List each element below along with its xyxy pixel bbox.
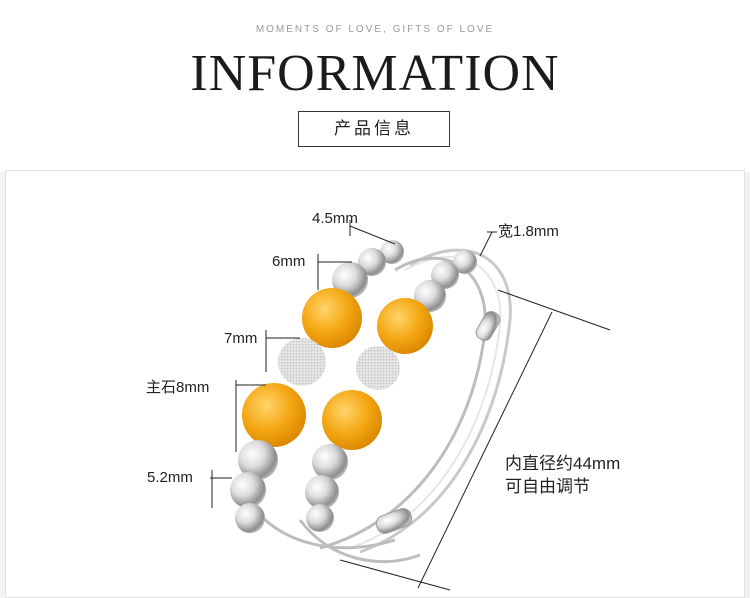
slide-knot-bottom [375, 508, 413, 534]
label-small-bead: 4.5mm [312, 210, 358, 227]
label-adjustable: 可自由调节 [505, 477, 590, 496]
beads-front-row [230, 240, 404, 533]
header: MOMENTS OF LOVE, GIFTS OF LOVE INFORMATI… [0, 0, 750, 172]
label-bead-6mm: 6mm [272, 253, 306, 270]
page-title: INFORMATION [190, 45, 560, 102]
dimension-lines [210, 220, 611, 591]
tagline: MOMENTS OF LOVE, GIFTS OF LOVE [255, 24, 495, 35]
label-main-stone: 主石8mm [146, 379, 210, 396]
label-bead-7mm: 7mm [224, 330, 258, 347]
beads-back-row [305, 250, 477, 532]
section-subtitle: 产品信息 [298, 111, 450, 147]
label-width: 宽1.8mm [498, 223, 559, 240]
slide-knot-top [475, 311, 501, 341]
label-bead-5-2mm: 5.2mm [147, 469, 193, 486]
label-inner-diameter: 内直径约44mm [505, 454, 621, 473]
